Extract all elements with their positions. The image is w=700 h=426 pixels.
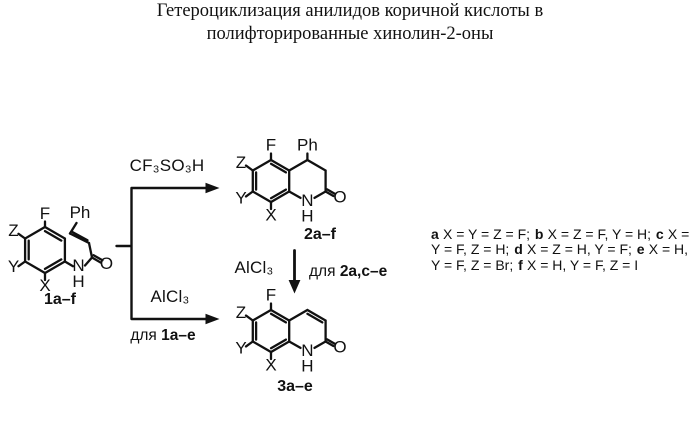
reagent-label-bottom: AlCl₃ <box>150 287 190 306</box>
atom-label-F: F <box>40 204 50 223</box>
intermediate-structure: F Ph Z Y X N H O <box>235 136 346 226</box>
atom-label-N: N <box>301 191 313 210</box>
condition-prefix: для <box>309 263 336 280</box>
aromatic-double-bonds <box>27 229 63 271</box>
substituent-entry-label: b <box>534 226 544 242</box>
atom-label-Y: Y <box>235 339 246 358</box>
product-structure: F Z Y X N H O <box>235 286 346 376</box>
atom-label-F: F <box>266 136 276 155</box>
lactam-ring-bonds <box>288 158 327 200</box>
substituent-bonds <box>17 220 75 282</box>
benzene-ring <box>251 308 291 354</box>
aromatic-double-bonds <box>254 162 288 200</box>
reactant-structure: F Z Y X N H O Ph <box>8 203 113 295</box>
substituent-bonds <box>244 302 273 361</box>
alkene-double-bond <box>68 231 91 245</box>
atom-label-H: H <box>301 357 313 376</box>
branch-arrows <box>115 182 220 325</box>
amide-chain-bonds <box>68 221 94 267</box>
aromatic-double-bonds <box>254 312 288 350</box>
substituent-entry-def: X = Z = F, Y = H; <box>547 226 652 242</box>
atom-label-Z: Z <box>236 153 246 172</box>
reagent-label-top: CF₃SO₃H <box>129 156 205 175</box>
atom-label-X: X <box>39 276 50 295</box>
substituent-entry-label: d <box>514 241 523 258</box>
top-arrowhead <box>205 182 220 194</box>
carbonyl-double-bond <box>324 188 336 198</box>
c3-c4-double-bond <box>306 312 324 324</box>
substituent-entry-label: a <box>431 226 439 242</box>
group-label-Ph: Ph <box>297 136 318 155</box>
substituent-entry-def: X = Z = H, Y = F; <box>526 241 632 258</box>
atom-label-Y: Y <box>235 189 246 208</box>
compound-label-3a-e: 3a–e <box>277 378 313 395</box>
atom-label-O: O <box>333 338 346 357</box>
benzene-ring <box>251 158 291 204</box>
middle-arrow <box>288 249 301 294</box>
condition-compounds: 2a,c–e <box>339 263 388 280</box>
group-label-Ph: Ph <box>70 203 91 222</box>
reagent-label-middle: AlCl₃ <box>234 258 274 277</box>
benzene-ring <box>23 225 67 275</box>
substituent-entry-def: X = H, Y = F, Z = I <box>526 256 639 273</box>
condition-compounds: 1a–e <box>161 327 196 344</box>
substituent-bonds <box>244 152 309 211</box>
compound-label-1a-f: 1a–f <box>43 291 77 308</box>
substituent-entry-def: X = H, Y = F, Z = Br; <box>431 241 689 273</box>
atom-label-Y: Y <box>8 257 19 276</box>
atom-label-Z: Z <box>8 221 18 240</box>
atom-label-X: X <box>265 356 276 375</box>
atom-label-H: H <box>72 272 84 291</box>
substituent-entry-def: X = Y = F, Z = H; <box>431 226 690 258</box>
scheme-title: Гетероциклизация анилидов коричной кисло… <box>0 0 700 46</box>
middle-arrowhead <box>288 280 301 294</box>
pyridinone-ring-bonds <box>288 308 327 350</box>
substituent-entry-label: c <box>655 226 664 242</box>
atom-label-F: F <box>266 286 276 305</box>
scheme-title-line2: полифторированные хинолин-2-оны <box>206 24 494 44</box>
atom-label-N: N <box>301 341 313 360</box>
bottom-arrowhead <box>205 313 220 325</box>
substituent-entry-label: f <box>518 256 523 273</box>
substituent-entry-def: X = Y = Z = F; <box>442 226 531 242</box>
atom-label-Z: Z <box>236 303 246 322</box>
compound-label-2a-f: 2a–f <box>303 226 337 243</box>
atom-label-O: O <box>100 254 113 273</box>
branch-lines <box>115 186 208 321</box>
carbonyl-double-bond <box>90 254 104 264</box>
atom-label-H: H <box>301 207 313 226</box>
atom-label-O: O <box>333 188 346 207</box>
atom-label-N: N <box>72 256 84 275</box>
condition-prefix: для <box>130 327 157 344</box>
substituent-entry-label: e <box>636 241 645 258</box>
carbonyl-double-bond <box>324 338 336 348</box>
atom-label-X: X <box>265 206 276 225</box>
scheme-title-line1: Гетероциклизация анилидов коричной кисло… <box>156 1 544 21</box>
